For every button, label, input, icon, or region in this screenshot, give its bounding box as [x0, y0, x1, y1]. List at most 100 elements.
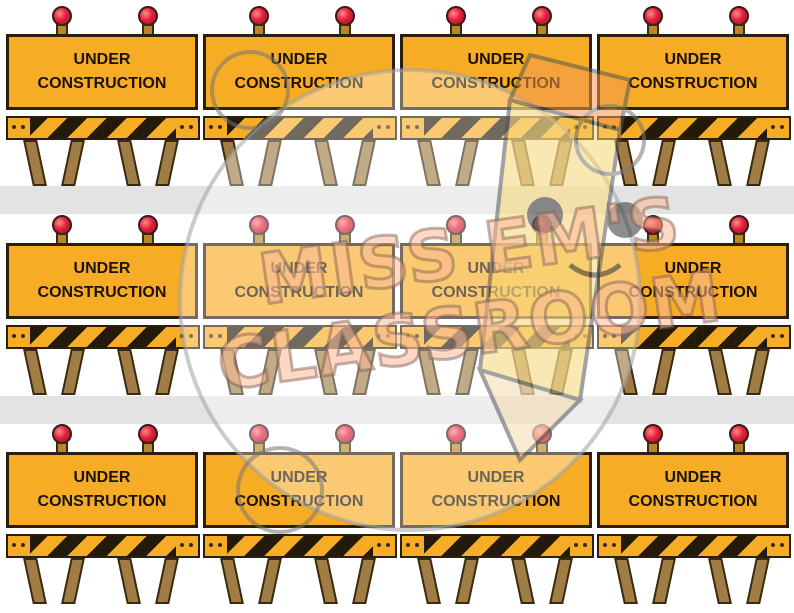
barricade-leg — [708, 140, 732, 186]
warning-lamp-icon — [727, 6, 751, 38]
sign-line-1: UNDER — [467, 51, 525, 68]
warning-lamp-icon — [333, 424, 357, 456]
barricade-leg — [117, 349, 141, 395]
sign-line-1: UNDER — [664, 51, 722, 68]
barricade-leg — [352, 349, 376, 395]
warning-lamp-icon — [50, 215, 74, 247]
sign-line-1: UNDER — [73, 469, 131, 486]
barricade-leg — [61, 349, 85, 395]
barricade-leg — [61, 140, 85, 186]
warning-lamp-icon — [727, 424, 751, 456]
barricade-leg — [549, 140, 573, 186]
warning-lamp-icon — [641, 6, 665, 38]
barricade-leg — [549, 558, 573, 604]
barricade: UNDER CONSTRUCTION — [595, 215, 793, 395]
construction-sign: UNDER CONSTRUCTION — [597, 452, 789, 528]
barricade-leg — [155, 558, 179, 604]
barricade-leg — [23, 140, 47, 186]
sign-line-2: CONSTRUCTION — [234, 284, 364, 301]
barricade-leg — [652, 558, 676, 604]
barricade-leg — [220, 140, 244, 186]
barricade-leg — [155, 140, 179, 186]
sign-line-2: CONSTRUCTION — [234, 75, 364, 92]
barricade: UNDER CONSTRUCTION — [398, 6, 596, 186]
barricade-leg — [155, 349, 179, 395]
striped-rail — [597, 325, 791, 349]
sign-line-2: CONSTRUCTION — [628, 493, 758, 510]
barricade-leg — [417, 140, 441, 186]
warning-lamp-icon — [641, 424, 665, 456]
striped-rail — [6, 116, 200, 140]
sign-line-1: UNDER — [664, 469, 722, 486]
sign-line-1: UNDER — [467, 260, 525, 277]
barricade-leg — [511, 349, 535, 395]
construction-sign: UNDER CONSTRUCTION — [203, 34, 395, 110]
warning-lamp-icon — [136, 424, 160, 456]
warning-lamp-icon — [444, 424, 468, 456]
barricade-leg — [417, 558, 441, 604]
gray-band — [0, 186, 794, 214]
barricade-leg — [652, 349, 676, 395]
sign-line-1: UNDER — [73, 51, 131, 68]
barricade-leg — [258, 349, 282, 395]
warning-lamp-icon — [444, 215, 468, 247]
barricade-leg — [708, 558, 732, 604]
warning-lamp-icon — [247, 424, 271, 456]
striped-rail — [6, 325, 200, 349]
warning-lamp-icon — [530, 215, 554, 247]
barricade-leg — [455, 558, 479, 604]
barricade: UNDER CONSTRUCTION — [398, 215, 596, 395]
barricade-leg — [61, 558, 85, 604]
warning-lamp-icon — [50, 6, 74, 38]
warning-lamp-icon — [247, 215, 271, 247]
warning-lamp-icon — [444, 6, 468, 38]
barricade: UNDER CONSTRUCTION — [201, 215, 399, 395]
warning-lamp-icon — [727, 215, 751, 247]
barricade-leg — [352, 558, 376, 604]
barricade-leg — [258, 558, 282, 604]
barricade-leg — [23, 349, 47, 395]
warning-lamp-icon — [530, 6, 554, 38]
warning-lamp-icon — [247, 6, 271, 38]
striped-rail — [400, 116, 594, 140]
construction-sign: UNDER CONSTRUCTION — [400, 243, 592, 319]
barricade-leg — [708, 349, 732, 395]
warning-lamp-icon — [641, 215, 665, 247]
sign-line-1: UNDER — [467, 469, 525, 486]
striped-rail — [203, 325, 397, 349]
barricade: UNDER CONSTRUCTION — [4, 6, 202, 186]
sign-line-2: CONSTRUCTION — [234, 493, 364, 510]
striped-rail — [400, 325, 594, 349]
sign-line-2: CONSTRUCTION — [37, 493, 167, 510]
barricade-leg — [117, 558, 141, 604]
sign-line-1: UNDER — [664, 260, 722, 277]
barricade-leg — [746, 349, 770, 395]
sign-line-1: UNDER — [270, 260, 328, 277]
sign-line-2: CONSTRUCTION — [431, 284, 561, 301]
warning-lamp-icon — [136, 215, 160, 247]
gray-band — [0, 396, 794, 424]
barricade-leg — [117, 140, 141, 186]
construction-sign: UNDER CONSTRUCTION — [597, 34, 789, 110]
sign-line-1: UNDER — [270, 51, 328, 68]
barricade-leg — [614, 349, 638, 395]
striped-rail — [6, 534, 200, 558]
barricade-leg — [614, 558, 638, 604]
barricade-leg — [352, 140, 376, 186]
construction-sign: UNDER CONSTRUCTION — [203, 452, 395, 528]
barricade-leg — [511, 140, 535, 186]
barricade-leg — [258, 140, 282, 186]
construction-sign: UNDER CONSTRUCTION — [6, 243, 198, 319]
striped-rail — [597, 534, 791, 558]
warning-lamp-icon — [50, 424, 74, 456]
warning-lamp-icon — [333, 6, 357, 38]
barricade: UNDER CONSTRUCTION — [595, 424, 793, 604]
construction-sign: UNDER CONSTRUCTION — [203, 243, 395, 319]
construction-sign: UNDER CONSTRUCTION — [6, 452, 198, 528]
sign-line-2: CONSTRUCTION — [628, 284, 758, 301]
construction-sign: UNDER CONSTRUCTION — [400, 452, 592, 528]
barricade-leg — [23, 558, 47, 604]
sign-line-2: CONSTRUCTION — [37, 75, 167, 92]
barricade-leg — [746, 140, 770, 186]
striped-rail — [203, 534, 397, 558]
